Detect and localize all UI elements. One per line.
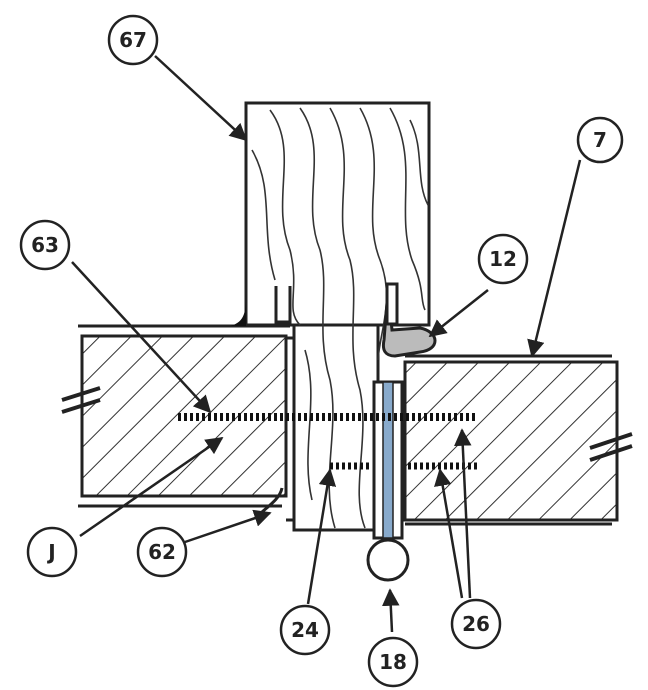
left-panel xyxy=(61,324,290,508)
svg-text:62: 62 xyxy=(148,540,176,564)
svg-text:24: 24 xyxy=(291,618,319,642)
callout-67: 67 xyxy=(107,14,159,66)
callout-62: 62 xyxy=(136,526,188,578)
callout-18: 18 xyxy=(367,636,419,688)
svg-text:63: 63 xyxy=(31,233,59,257)
screws xyxy=(178,413,480,470)
callout-12: 12 xyxy=(477,233,529,285)
callout-26: 26 xyxy=(450,598,502,650)
leader-lines xyxy=(71,55,582,633)
svg-text:J: J xyxy=(46,540,55,564)
callout-7: 7 xyxy=(576,116,624,164)
right-panel xyxy=(403,354,633,526)
svg-text:7: 7 xyxy=(593,128,607,152)
hinge-pin xyxy=(366,380,410,582)
callout-63: 63 xyxy=(19,219,71,271)
svg-text:12: 12 xyxy=(489,247,517,271)
svg-text:26: 26 xyxy=(462,612,490,636)
svg-text:18: 18 xyxy=(379,650,407,674)
callout-J: J xyxy=(26,526,78,578)
svg-text:67: 67 xyxy=(119,28,147,52)
callout-24: 24 xyxy=(279,604,331,656)
hinge-leaf xyxy=(381,282,437,358)
